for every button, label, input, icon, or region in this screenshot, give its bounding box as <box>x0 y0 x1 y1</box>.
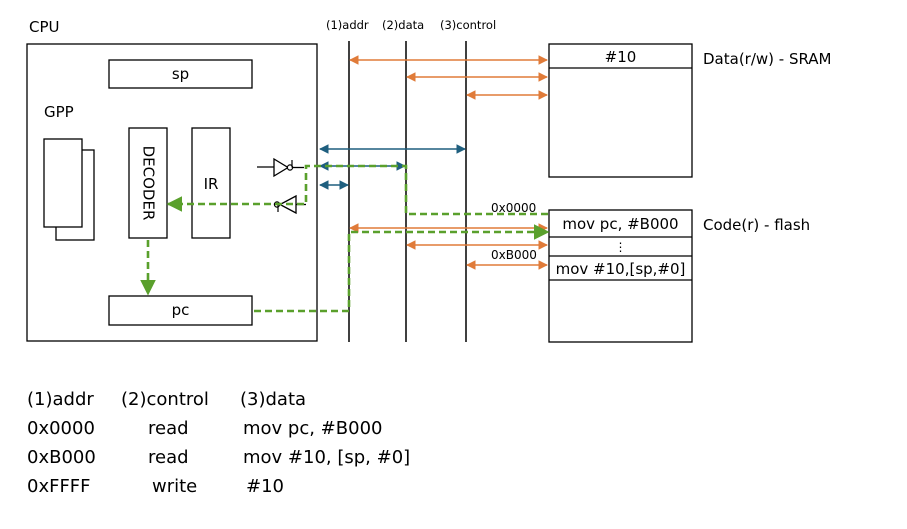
output-buffer <box>257 157 304 178</box>
bus-control-label: (3)control <box>440 18 496 32</box>
table-cell: 0xB000 <box>27 447 96 468</box>
cpu-title: CPU <box>29 18 60 36</box>
sram-cell-value: #10 <box>605 48 637 66</box>
table-header-control: (2)control <box>121 389 209 410</box>
gpp-label: GPP <box>44 103 74 121</box>
sp-label: sp <box>172 65 189 83</box>
sram-label: Data(r/w) - SRAM <box>703 50 832 68</box>
decoder-label: DECODER <box>140 146 158 221</box>
flash-ellipsis: ⋮ <box>615 240 627 254</box>
table-cell: 0x0000 <box>27 418 95 439</box>
gpp-register-front <box>43 138 83 228</box>
ir-label: IR <box>204 175 219 193</box>
flash-row-2: mov #10,[sp,#0] <box>556 260 686 278</box>
table-cell: read <box>148 447 189 468</box>
table-cell: mov #10, [sp, #0] <box>243 447 410 468</box>
transfer-table: (1)addr (2)control (3)data 0x0000 read m… <box>27 389 410 497</box>
table-header-data: (3)data <box>240 389 306 410</box>
table-cell: write <box>152 476 197 497</box>
table-cell: read <box>148 418 189 439</box>
pc-register <box>108 295 253 326</box>
sram-block <box>548 43 693 178</box>
bus-data-label: (2)data <box>382 18 424 32</box>
flash-label: Code(r) - flash <box>703 216 810 234</box>
table-cell: #10 <box>246 476 284 497</box>
table-cell: mov pc, #B000 <box>243 418 382 439</box>
pc-label: pc <box>172 301 190 319</box>
bus-addr-label: (1)addr <box>326 18 369 32</box>
flash-addr-second: 0xB000 <box>491 248 537 262</box>
flash-addr-first: 0x0000 <box>491 201 536 215</box>
table-header-addr: (1)addr <box>27 389 94 410</box>
flash-row-1: mov pc, #B000 <box>562 215 678 233</box>
pc-to-flash-path <box>254 224 550 313</box>
flash-block <box>548 209 693 343</box>
table-cell: 0xFFFF <box>27 476 91 497</box>
decoder-block <box>128 127 168 239</box>
cpu-box <box>26 43 318 342</box>
ir-register <box>191 127 231 239</box>
sp-register <box>108 59 253 89</box>
